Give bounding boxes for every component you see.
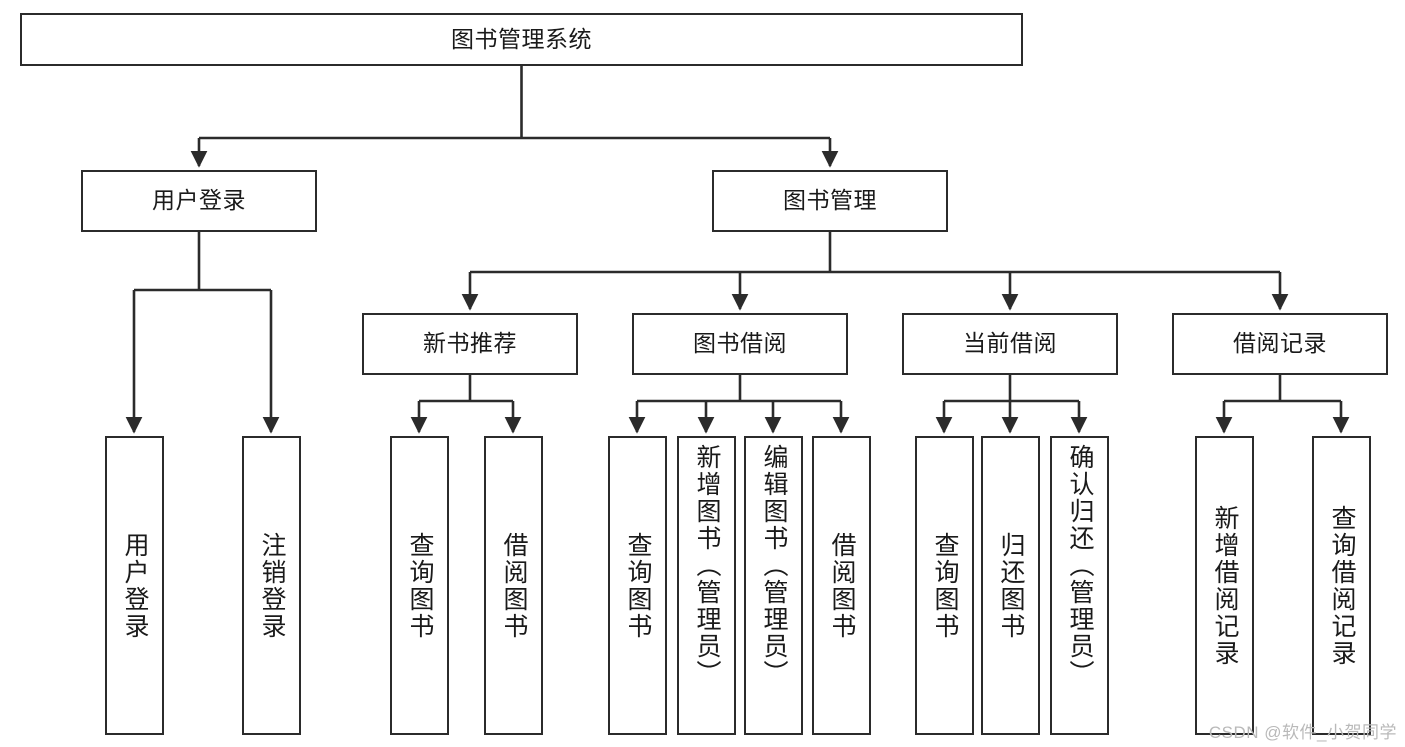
node-current-borrow[interactable]: 当前借阅 [902, 313, 1118, 375]
node-label: 确认归还（管理员） [1066, 444, 1094, 687]
leaf-logout[interactable]: 注销登录 [242, 436, 301, 735]
node-label: 查询图书 [406, 531, 434, 640]
node-label: 借阅记录 [1233, 330, 1327, 357]
node-user-login[interactable]: 用户登录 [81, 170, 317, 232]
leaf-borrowrecord-query-record[interactable]: 查询借阅记录 [1312, 436, 1371, 735]
leaf-newbook-query-books[interactable]: 查询图书 [390, 436, 449, 735]
leaf-currentborrow-query-books[interactable]: 查询图书 [915, 436, 974, 735]
leaf-bookborrow-edit-book-admin[interactable]: 编辑图书（管理员） [744, 436, 803, 735]
leaf-currentborrow-return-books[interactable]: 归还图书 [981, 436, 1040, 735]
leaf-borrowrecord-add-record[interactable]: 新增借阅记录 [1195, 436, 1254, 735]
node-label: 图书管理系统 [451, 25, 592, 52]
leaf-newbook-borrow-books[interactable]: 借阅图书 [484, 436, 543, 735]
node-label: 用户登录 [121, 531, 149, 640]
node-root-system[interactable]: 图书管理系统 [20, 13, 1023, 66]
node-label: 注销登录 [258, 531, 286, 640]
node-book-management[interactable]: 图书管理 [712, 170, 948, 232]
node-label: 新增借阅记录 [1211, 504, 1239, 667]
node-label: 查询图书 [931, 531, 959, 640]
watermark-text: CSDN @软件_小贺同学 [1208, 723, 1397, 742]
leaf-bookborrow-borrow-books[interactable]: 借阅图书 [812, 436, 871, 735]
node-label: 归还图书 [997, 531, 1025, 640]
node-label: 新书推荐 [423, 330, 517, 357]
leaf-user-login[interactable]: 用户登录 [105, 436, 164, 735]
node-label: 编辑图书（管理员） [760, 444, 788, 687]
node-label: 新增图书（管理员） [693, 444, 721, 687]
node-borrow-record[interactable]: 借阅记录 [1172, 313, 1388, 375]
node-label: 借阅图书 [828, 531, 856, 640]
leaf-bookborrow-query-books[interactable]: 查询图书 [608, 436, 667, 735]
node-label: 图书管理 [783, 187, 877, 214]
node-label: 查询图书 [624, 531, 652, 640]
node-label: 图书借阅 [693, 330, 787, 357]
node-book-borrow[interactable]: 图书借阅 [632, 313, 848, 375]
node-label: 当前借阅 [963, 330, 1057, 357]
leaf-bookborrow-add-book-admin[interactable]: 新增图书（管理员） [677, 436, 736, 735]
node-label: 查询借阅记录 [1328, 504, 1356, 667]
node-label: 用户登录 [152, 187, 246, 214]
leaf-currentborrow-confirm-return-admin[interactable]: 确认归还（管理员） [1050, 436, 1109, 735]
node-new-book-recommend[interactable]: 新书推荐 [362, 313, 578, 375]
node-label: 借阅图书 [500, 531, 528, 640]
